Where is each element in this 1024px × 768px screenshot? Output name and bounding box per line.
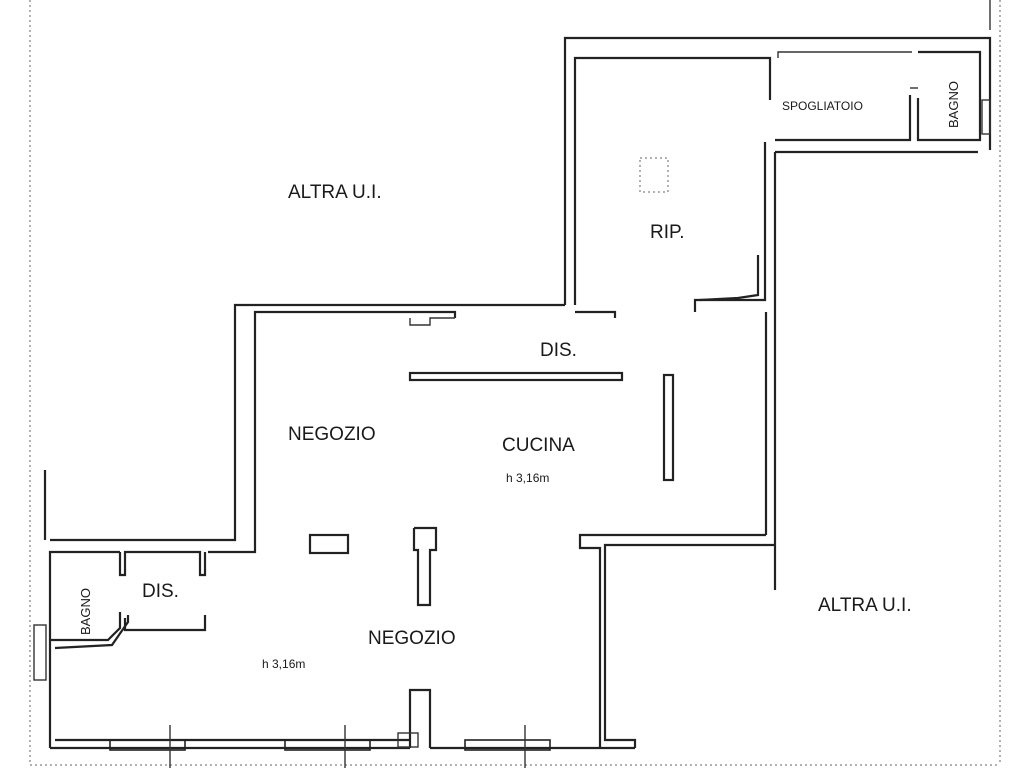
wall-entrance <box>408 688 432 748</box>
counter-negozio <box>412 526 438 607</box>
pillar-negozio <box>308 533 350 555</box>
window-bottom-2 <box>284 739 371 751</box>
window-bottom-3 <box>464 739 551 751</box>
wall-cucina-right-inner <box>603 543 775 748</box>
partition-cucina-vertical <box>662 373 675 482</box>
wall-rear-block-inner <box>573 56 772 305</box>
label-spogliatoio: SPOGLIATOIO <box>782 99 863 113</box>
wall-negozio-top-inner <box>575 310 617 318</box>
wall-negozio-inner-top <box>208 310 457 554</box>
wall-right-corridor <box>693 142 767 312</box>
label-negozio-bottom: NEGOZIO <box>368 628 456 649</box>
label-cucina: CUCINA <box>502 435 575 456</box>
wall-spogliatoio-partition <box>775 95 912 142</box>
label-bagno-top: BAGNO <box>946 81 961 128</box>
window-bagno-top <box>981 99 991 135</box>
label-altra-ui-right: ALTRA U.I. <box>818 595 912 616</box>
wall-dis-left-bottom <box>123 615 207 632</box>
entrance-step <box>397 732 419 748</box>
label-dis-top: DIS. <box>540 340 577 361</box>
window-bagno-left <box>33 624 47 681</box>
wall-cucina-right <box>578 533 766 748</box>
label-negozio-height: h 3,16m <box>262 657 305 671</box>
wall-rip-corner <box>699 255 760 302</box>
label-negozio-top: NEGOZIO <box>288 424 376 445</box>
label-rip: RIP. <box>650 222 685 243</box>
label-bagno-left: BAGNO <box>78 588 93 635</box>
wall-negozio-step <box>409 317 455 326</box>
rip-shaft <box>639 157 669 193</box>
window-bottom-1 <box>109 739 186 751</box>
partition-dis-cucina <box>408 371 624 382</box>
label-dis-left: DIS. <box>142 581 179 602</box>
wall-left-block <box>48 550 120 748</box>
wall-bagno-left <box>50 612 122 642</box>
wall-negozio-top <box>50 303 565 542</box>
wall-spogliatoio-top <box>777 51 912 58</box>
label-cucina-height: h 3,16m <box>506 471 549 485</box>
wall-bagno-left-inner <box>54 615 130 650</box>
wall-rear-block-outer <box>563 36 992 305</box>
wall-bagno-top <box>916 50 982 142</box>
wall-left-block-inner <box>118 550 207 577</box>
label-altra-ui-top: ALTRA U.I. <box>288 182 382 203</box>
